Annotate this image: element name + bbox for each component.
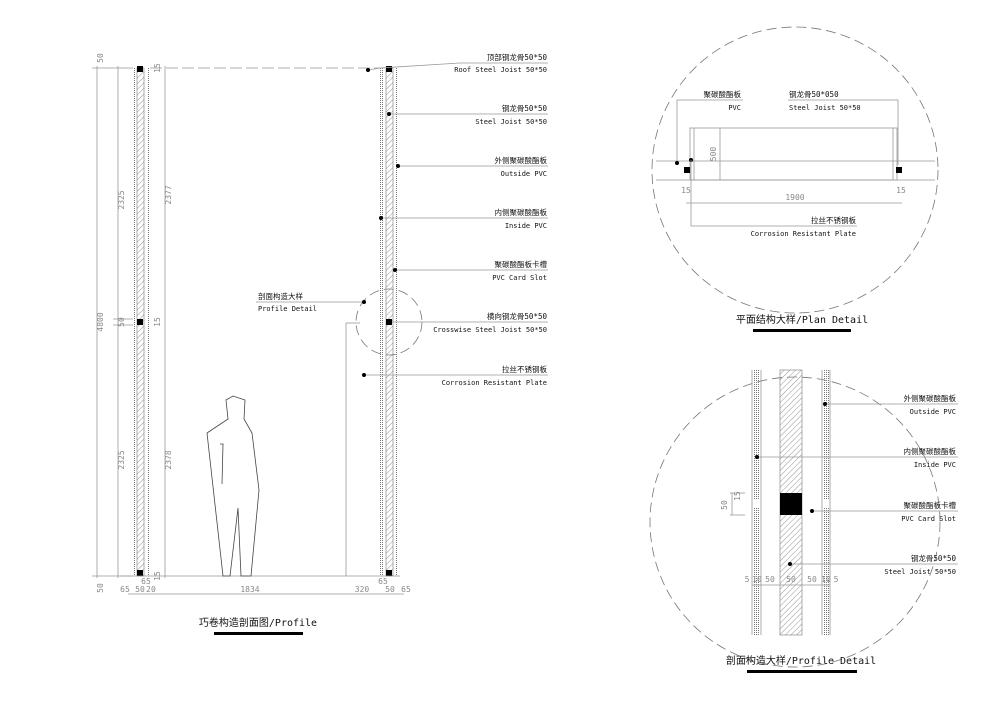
profile-labels: 顶部钢龙骨50*50 Roof Steel Joist 50*50 钢龙骨50*… [362, 52, 548, 387]
profile-section: 4800 50 50 2325 2325 50 2377 2378 15 15 … [92, 52, 548, 635]
plan-detail-circle [651, 26, 939, 314]
profile-title: 巧卷构造剖面图/Profile [199, 616, 317, 629]
dim-label: 5 [745, 575, 750, 584]
base-joist-right [386, 570, 392, 576]
plan-title: 平面结构大样/Plan Detail [736, 313, 868, 326]
label-plate-zh: 拉丝不锈钢板 [502, 364, 547, 374]
mid-joist-left [137, 319, 143, 325]
right-wall [380, 66, 398, 577]
title-underline [747, 670, 857, 673]
detail-label-slot-zh: 聚碳酸酯板卡槽 [904, 500, 957, 510]
dim-mid: 50 [117, 317, 126, 327]
plan-label-pvc-en: PVC [728, 104, 741, 112]
crosswise-joist [386, 319, 392, 325]
card-slot-block [780, 493, 802, 515]
plan-label-joist-en: Steel Joist 50*50 [789, 104, 861, 112]
label-outside-pvc-zh: 外侧聚碳酸酯板 [495, 155, 548, 165]
profile-detail: 50 15 5 10 50 50 50 10 5 外侧聚碳酸酯板 Outside… [649, 369, 958, 673]
dim-label: 65 [120, 585, 130, 594]
dim-label: 50 [385, 585, 395, 594]
callout-label-zh: 剖面构造大样 [258, 291, 303, 301]
dim-inner-lower: 2378 [164, 450, 173, 469]
base-joist-left [137, 570, 143, 576]
dim-bottom: 50 [96, 583, 105, 593]
label-plate-en: Corrosion Resistant Plate [442, 379, 547, 387]
detail-label-slot-en: PVC Card Slot [901, 515, 956, 523]
label-outside-pvc-en: Outside PVC [501, 170, 547, 178]
dim-total: 4800 [96, 312, 105, 331]
label-steel-joist-en: Steel Joist 50*50 [475, 118, 547, 126]
dim-label: 1834 [240, 585, 259, 594]
left-wall [133, 66, 150, 577]
dim-label: 50 [786, 575, 796, 584]
label-card-slot-en: PVC Card Slot [492, 274, 547, 282]
label-inside-pvc-en: Inside PVC [505, 222, 547, 230]
dim-label: 10 [752, 575, 762, 584]
label-crosswise-joist-zh: 横向钢龙骨50*50 [487, 311, 548, 321]
dim-gap-mid: 15 [153, 317, 162, 327]
dim-width: 1900 [785, 193, 804, 202]
plan-outline [689, 127, 898, 181]
label-roof-joist-en: Roof Steel Joist 50*50 [454, 66, 547, 74]
human-figure [206, 395, 260, 577]
detail-label-inside-zh: 内侧聚碳酸酯板 [904, 446, 957, 456]
dim-slot: 50 [720, 500, 729, 510]
dim-gap-bottom: 15 [153, 571, 162, 581]
dim-gap: 15 [733, 491, 742, 501]
dim-label: 50 [765, 575, 775, 584]
dim-label: 65 [141, 577, 151, 586]
title-underline [753, 329, 851, 332]
detail-label-outside-en: Outside PVC [910, 408, 956, 416]
title-underline [214, 632, 303, 635]
label-roof-joist-zh: 顶部钢龙骨50*50 [487, 52, 548, 62]
roof-joist-right [386, 66, 392, 72]
dim-label: 65 [378, 577, 388, 586]
dim-upper: 2325 [117, 190, 126, 209]
dim-gap-top: 15 [153, 63, 162, 73]
dim-label: 20 [146, 585, 156, 594]
detail-label-joist-en: Steel Joist 50*50 [884, 568, 956, 576]
dim-label: 65 [401, 585, 411, 594]
plan-label-plate-zh: 拉丝不锈钢板 [811, 215, 856, 225]
plan-label-plate-en: Corrosion Resistant Plate [751, 230, 856, 238]
dim-label: 320 [355, 585, 370, 594]
plan-detail: 500 1900 15 15 聚碳酸酯板 PVC 钢龙骨50*050 Steel… [651, 26, 939, 332]
vertical-dimensions: 4800 50 50 2325 2325 50 2377 2378 15 15 … [92, 53, 173, 593]
dim-label: 50 [807, 575, 817, 584]
joist-left [684, 167, 690, 173]
label-card-slot-zh: 聚碳酸酯板卡槽 [495, 259, 548, 269]
dim-label: 5 [834, 575, 839, 584]
callout-label-en: Profile Detail [258, 305, 317, 313]
label-inside-pvc-zh: 内侧聚碳酸酯板 [495, 207, 548, 217]
dim-left: 15 [681, 186, 691, 195]
label-steel-joist-zh: 钢龙骨50*50 [502, 103, 548, 113]
dim-right: 15 [896, 186, 906, 195]
dim-top: 50 [96, 53, 105, 63]
detail-label-joist-zh: 钢龙骨50*50 [911, 553, 957, 563]
detail-label-outside-zh: 外侧聚碳酸酯板 [904, 393, 957, 403]
joist-right [896, 167, 902, 173]
dim-inner-upper: 2377 [164, 185, 173, 204]
dim-label: 50 [135, 585, 145, 594]
horizontal-dimensions: 65 50 20 65 1834 320 65 50 65 [120, 577, 411, 595]
roof-joist-left [137, 66, 143, 72]
plan-label-joist-zh: 钢龙骨50*050 [789, 89, 839, 99]
plan-label-pvc-zh: 聚碳酸酯板 [704, 89, 742, 99]
dim-label: 10 [821, 575, 831, 584]
detail-label-inside-en: Inside PVC [914, 461, 956, 469]
profile-detail-title: 剖面构造大样/Profile Detail [726, 654, 876, 667]
label-crosswise-joist-en: Crosswise Steel Joist 50*50 [433, 326, 547, 334]
dim-depth: 500 [709, 147, 718, 162]
dim-lower: 2325 [117, 450, 126, 469]
